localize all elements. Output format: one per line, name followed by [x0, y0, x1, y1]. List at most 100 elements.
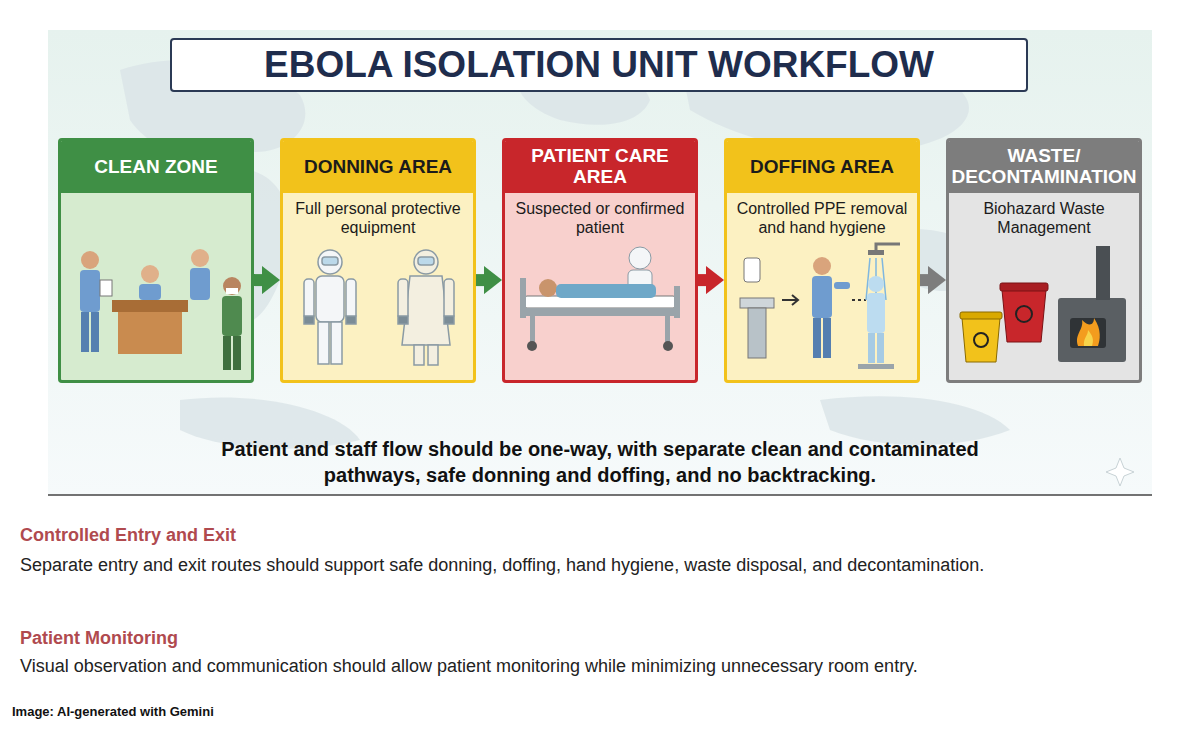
ppe-suits: [318, 250, 342, 274]
zone-fill: [946, 138, 1142, 383]
patient-bed: [665, 316, 670, 342]
ppe-suits: [346, 279, 356, 319]
image-credit: Image: AI-generated with Gemini: [12, 704, 612, 720]
doffing-station: [823, 318, 831, 358]
patient-bed: [520, 308, 680, 316]
ppe-suits: [444, 316, 454, 324]
zone-heading: WASTE/ DECONTAMINATION: [949, 141, 1139, 193]
flow-arrow: [476, 274, 486, 286]
clean-zone-staff: [80, 270, 100, 312]
doffing-station: [812, 276, 832, 318]
waste-bins: [1058, 298, 1126, 362]
zone-box: CLEAN ZONE: [58, 138, 254, 383]
clean-zone-staff: [112, 300, 188, 312]
zone-heading: DOFFING AREA: [727, 141, 917, 193]
doffing-station: [867, 293, 885, 333]
clean-zone-staff: [80, 249, 242, 370]
zone-box: DONNING AREAFull personal protective equ…: [280, 138, 476, 383]
ppe-suits: [418, 257, 434, 265]
clean-zone-staff: [233, 336, 241, 370]
waste-bins: [960, 312, 1002, 319]
zone-description: Full personal protective equipment: [283, 193, 473, 243]
clean-zone-staff: [190, 268, 210, 300]
doffing-station: [813, 257, 831, 275]
ppe-suits: [428, 345, 438, 365]
patient-bed: [530, 316, 535, 342]
ppe-suits: [322, 257, 338, 265]
zone-heading: DONNING AREA: [283, 141, 473, 193]
zone-description: Controlled PPE removal and hand hygiene: [727, 193, 917, 243]
ppe-suits: [398, 279, 408, 319]
ppe-suits: [414, 250, 438, 274]
doffing-station: [868, 250, 884, 255]
sparkle-mark: [1106, 458, 1134, 486]
doffing-station: [858, 364, 894, 369]
patient-bed: [556, 284, 656, 298]
patient-bed: [520, 278, 526, 318]
clean-zone-staff: [118, 312, 182, 354]
waste-bins: [1070, 318, 1106, 348]
ppe-suits: [444, 279, 454, 319]
patient-bed: [539, 279, 557, 297]
zone-heading: PATIENT CARE AREA: [505, 141, 695, 193]
clean-zone-staff: [100, 280, 112, 296]
ppe-suits: [304, 250, 454, 365]
clean-zone-staff: [91, 312, 99, 352]
doffing-station: [852, 299, 866, 301]
clean-zone-staff: [139, 284, 161, 300]
waste-bins: [1096, 246, 1110, 300]
waste-bins: [1016, 306, 1032, 322]
ppe-suits: [316, 276, 344, 322]
title: EBOLA ISOLATION UNIT WORKFLOW: [170, 38, 1028, 92]
ppe-suits: [398, 316, 408, 324]
waste-bins: [974, 333, 988, 347]
zone-fill: [58, 138, 1142, 383]
doffing-station: [740, 298, 774, 308]
clean-zone-staff: [191, 249, 209, 267]
doffing-station: [748, 308, 766, 358]
waste-bins: [962, 318, 1000, 362]
flow-arrow: [254, 274, 264, 286]
sparkle-mark: [1106, 458, 1134, 486]
ppe-suits: [304, 279, 314, 319]
doffing-station: [868, 333, 875, 363]
zone-fill: [724, 138, 920, 383]
clean-zone-staff: [81, 312, 89, 352]
section-text: Separate entry and exit routes should su…: [20, 551, 1020, 581]
ppe-suits: [414, 345, 424, 365]
clean-zone-staff: [81, 251, 99, 269]
patient-bed: [663, 341, 673, 351]
clean-zone-staff: [223, 336, 231, 370]
flow-note: Patient and staff flow should be one-way…: [195, 436, 1005, 488]
panel-ground: [48, 494, 1152, 496]
section-heading: Patient Monitoring: [20, 627, 1120, 650]
flow-arrow: [698, 274, 708, 286]
zone-description: Biohazard Waste Management: [949, 193, 1139, 243]
patient-bed: [629, 247, 651, 269]
patient-bed: [527, 341, 537, 351]
zone-fill: [280, 138, 476, 383]
zone-heading: CLEAN ZONE: [61, 141, 251, 193]
ppe-suits: [346, 316, 356, 324]
doffing-station: [740, 244, 900, 369]
panel-ground: [48, 30, 1152, 495]
zone-fill: [58, 138, 254, 383]
waste-bins: [1084, 330, 1093, 346]
waste-bins: [1000, 283, 1048, 291]
clean-zone-staff: [223, 277, 241, 295]
waste-bins: [960, 246, 1126, 362]
zone-box: WASTE/ DECONTAMINATIONBiohazard Waste Ma…: [946, 138, 1142, 383]
world-map: [820, 396, 1010, 445]
flow-arrow: [920, 274, 930, 286]
ppe-suits: [304, 316, 314, 324]
waste-bins: [1002, 290, 1046, 342]
doffing-station: [782, 295, 798, 305]
panel-ground: [48, 30, 1152, 495]
zone-box: PATIENT CARE AREASuspected or confirmed …: [502, 138, 698, 383]
zone-box: DOFFING AREAControlled PPE removal and h…: [724, 138, 920, 383]
ppe-suits: [331, 322, 342, 364]
waste-bins: [1077, 318, 1100, 346]
